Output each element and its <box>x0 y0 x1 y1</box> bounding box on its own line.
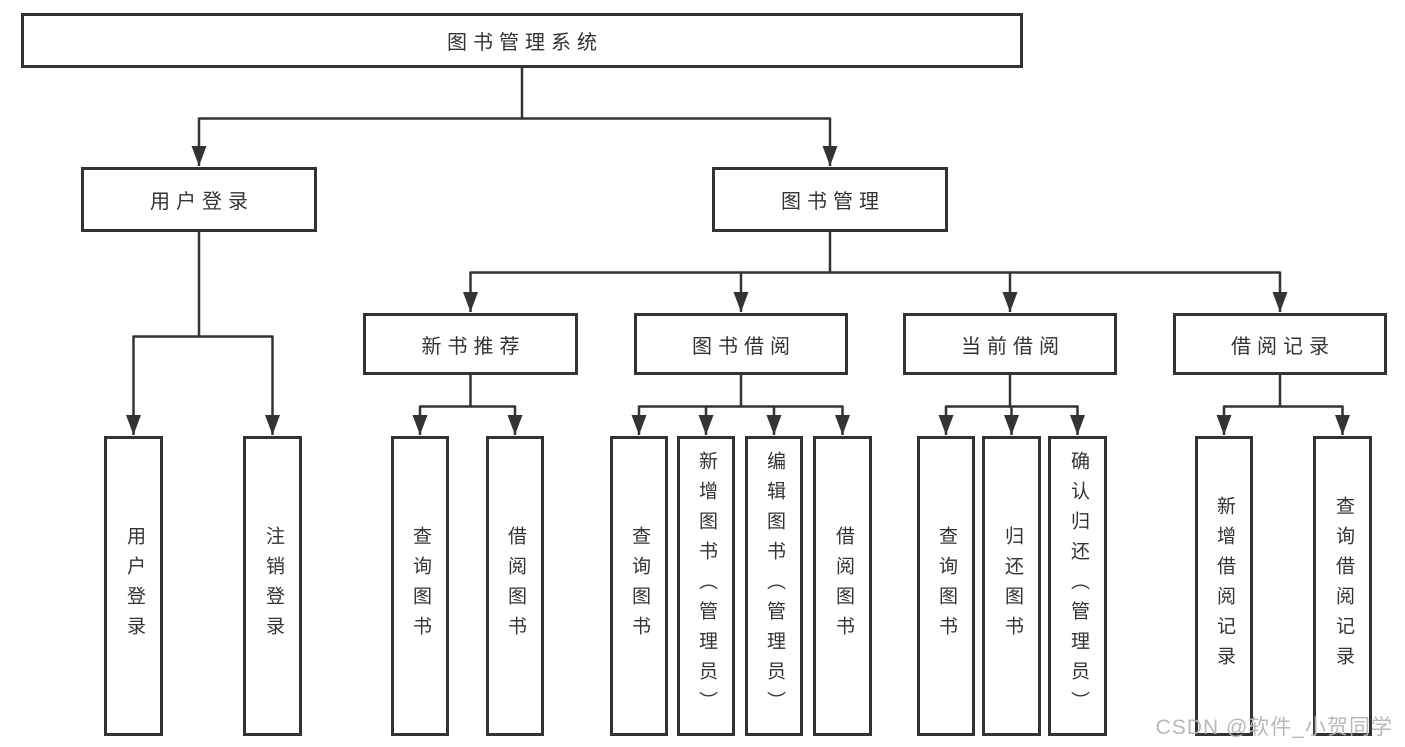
leaf-query-borrow-record: 查询借阅记录 <box>1313 436 1372 736</box>
leaf-borrow-books-recommend: 借阅图书 <box>486 436 544 736</box>
leaf-add-book-admin: 新增图书（管理员） <box>677 436 735 736</box>
leaf-query-books-borrow: 查询图书 <box>610 436 668 736</box>
node-current-borrowing: 当前借阅 <box>903 313 1117 375</box>
leaf-return-book: 归还图书 <box>982 436 1041 736</box>
csdn-watermark: CSDN @软件_小贺同学 <box>1155 716 1393 739</box>
leaf-query-books-current: 查询图书 <box>917 436 975 736</box>
leaf-edit-book-admin: 编辑图书（管理员） <box>745 436 803 736</box>
leaf-borrow-books-borrow: 借阅图书 <box>813 436 872 736</box>
leaf-confirm-return-admin: 确认归还（管理员） <box>1048 436 1107 736</box>
node-borrowing-records: 借阅记录 <box>1173 313 1387 375</box>
node-book-management: 图书管理 <box>712 167 948 232</box>
node-new-book-recommendation: 新书推荐 <box>363 313 578 375</box>
leaf-query-books-recommend: 查询图书 <box>391 436 449 736</box>
connector-lines <box>126 68 1350 435</box>
leaf-add-borrow-record: 新增借阅记录 <box>1195 436 1253 736</box>
node-book-borrowing: 图书借阅 <box>634 313 848 375</box>
leaf-logout: 注销登录 <box>243 436 302 736</box>
node-user-login: 用户登录 <box>81 167 317 232</box>
leaf-user-login: 用户登录 <box>104 436 163 736</box>
node-library-management-system: 图书管理系统 <box>21 13 1023 68</box>
